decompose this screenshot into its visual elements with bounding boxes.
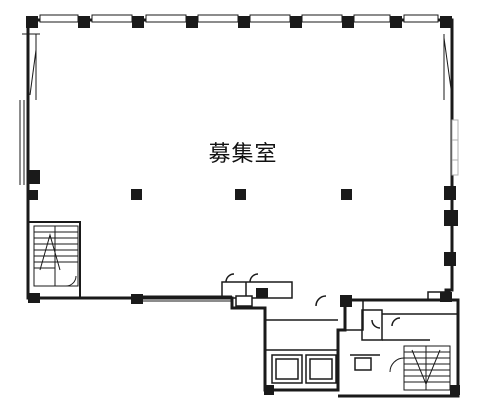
- bottom-window: [142, 295, 232, 302]
- bottom-columns: [28, 288, 460, 395]
- room-label: 募集室: [208, 142, 278, 167]
- left-staircase: [33, 225, 79, 287]
- perimeter-columns: [26, 16, 458, 266]
- annex-wall: [338, 298, 460, 398]
- left-window: [19, 33, 40, 185]
- interior-columns: [131, 189, 352, 200]
- center-utility-block: [221, 273, 293, 307]
- right-window: [451, 119, 459, 176]
- outer-wall: [26, 18, 454, 392]
- right-staircase: [389, 345, 451, 391]
- annex-rooms: [265, 291, 458, 384]
